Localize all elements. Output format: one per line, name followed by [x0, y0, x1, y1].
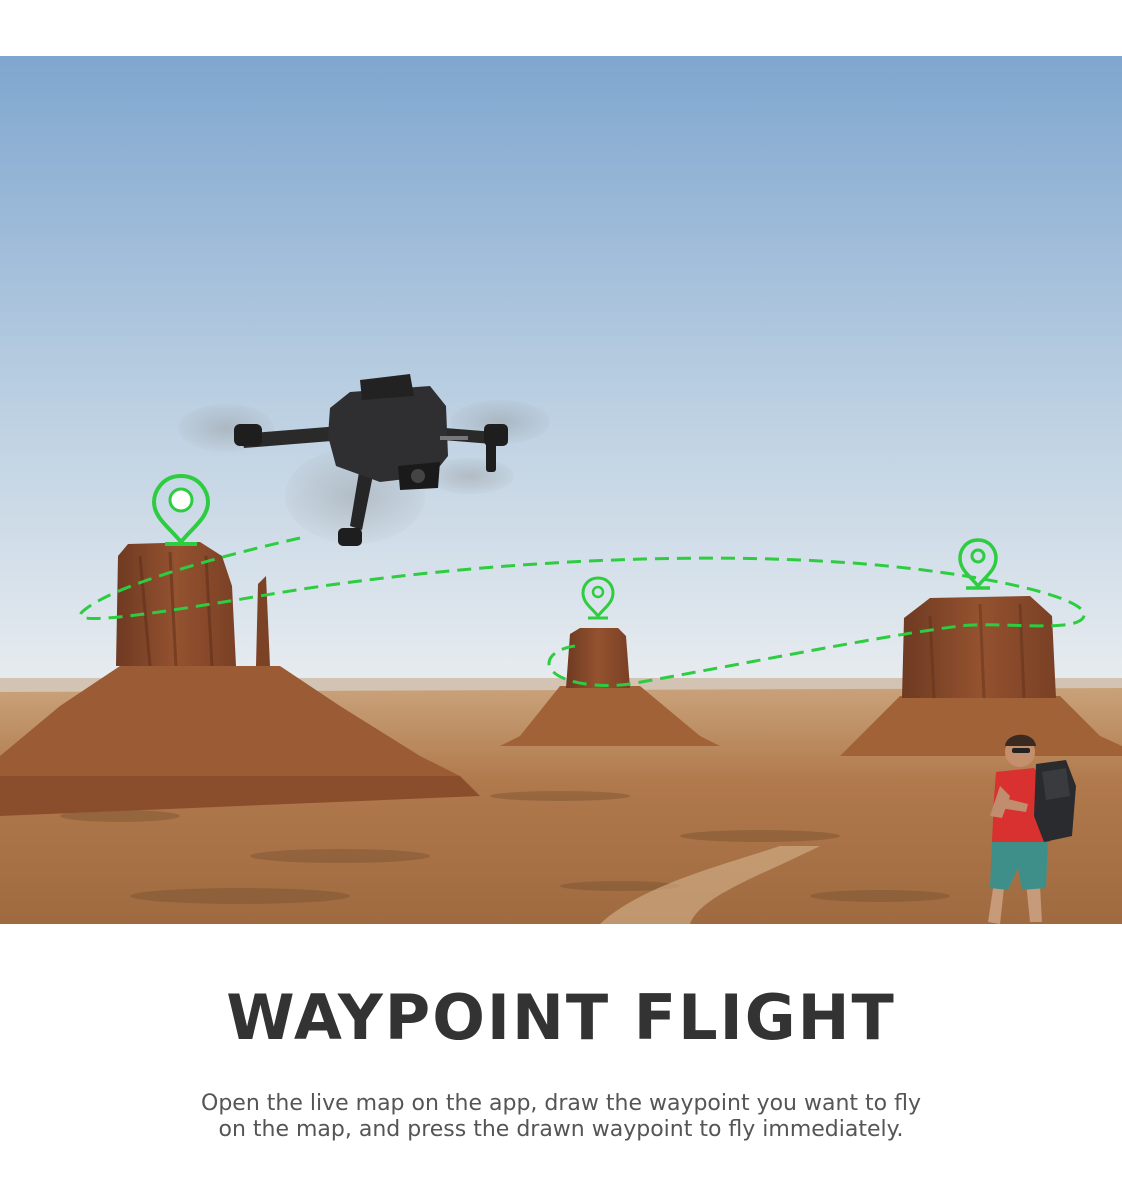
person-with-controller: [988, 734, 1076, 924]
map-pin-icon: [581, 576, 615, 620]
map-pin-icon: [958, 538, 998, 590]
description-line-1: Open the live map on the app, draw the w…: [201, 1091, 921, 1116]
drone: [178, 374, 550, 546]
description-line-2: on the map, and press the drawn waypoint…: [218, 1117, 904, 1142]
page-title: WAYPOINT FLIGHT: [226, 981, 896, 1054]
hero-image: [0, 56, 1122, 924]
feature-description: Open the live map on the app, draw the w…: [0, 1091, 1122, 1143]
desert-scene: [0, 56, 1122, 924]
map-pin-icon: [151, 473, 211, 546]
left-butte: [0, 542, 480, 816]
middle-butte: [500, 628, 720, 746]
right-butte: [840, 596, 1122, 756]
